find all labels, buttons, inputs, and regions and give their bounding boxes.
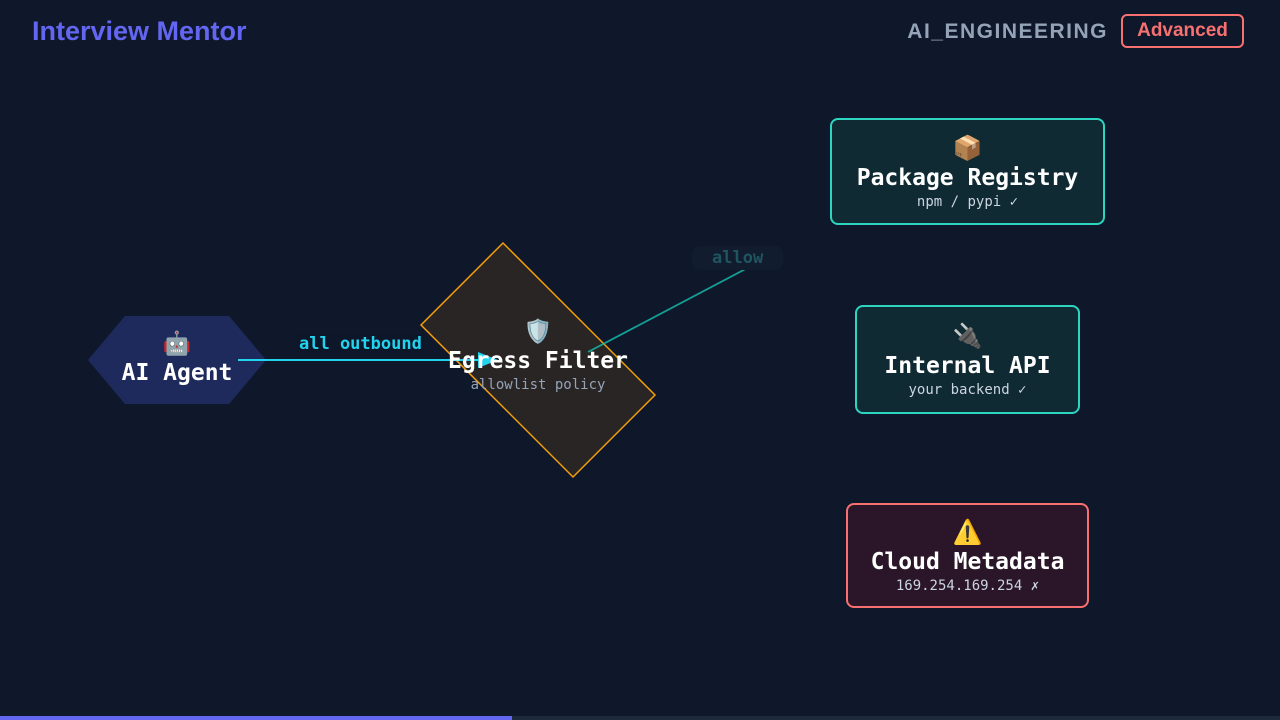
progress-bar (0, 716, 1280, 720)
cloud-metadata-node-subtitle: 169.254.169.254 ✗ (895, 577, 1040, 594)
robot-icon: 🤖 (162, 331, 192, 357)
agent-node-shape (88, 316, 266, 404)
cloud-metadata-node-title: Cloud Metadata (870, 548, 1065, 575)
warning-icon: ⚠️ (952, 517, 983, 546)
progress-bar-fill (0, 716, 512, 720)
agent-node[interactable]: 🤖 AI Agent (107, 330, 247, 388)
shield-icon: 🛡️ (523, 319, 553, 345)
registry-node-title: Package Registry (856, 164, 1079, 191)
internal-api-node[interactable]: 🔌 Internal API your backend ✓ (855, 305, 1080, 414)
app-title: Interview Mentor (32, 16, 247, 46)
difficulty-badge: Advanced (1121, 14, 1244, 48)
plug-icon: 🔌 (952, 321, 983, 350)
outbound-edge-label: all outbound (297, 334, 424, 354)
internal-api-node-subtitle: your backend ✓ (908, 381, 1027, 398)
allow-edge (587, 254, 773, 353)
registry-node[interactable]: 📦 Package Registry npm / pypi ✓ (830, 118, 1105, 225)
filter-node-title: Egress Filter (447, 348, 628, 374)
allow-edge-label: allow (692, 246, 784, 270)
agent-node-title: AI Agent (121, 360, 233, 386)
registry-node-subtitle: npm / pypi ✓ (916, 193, 1019, 210)
filter-node-subtitle: allowlist policy (470, 377, 606, 393)
cloud-metadata-node[interactable]: ⚠️ Cloud Metadata 169.254.169.254 ✗ (846, 503, 1089, 608)
internal-api-node-title: Internal API (884, 352, 1051, 379)
package-icon: 📦 (952, 133, 983, 162)
filter-node[interactable]: 🛡️ Egress Filter allowlist policy (428, 318, 648, 394)
category-label: AI_ENGINEERING (907, 20, 1108, 43)
